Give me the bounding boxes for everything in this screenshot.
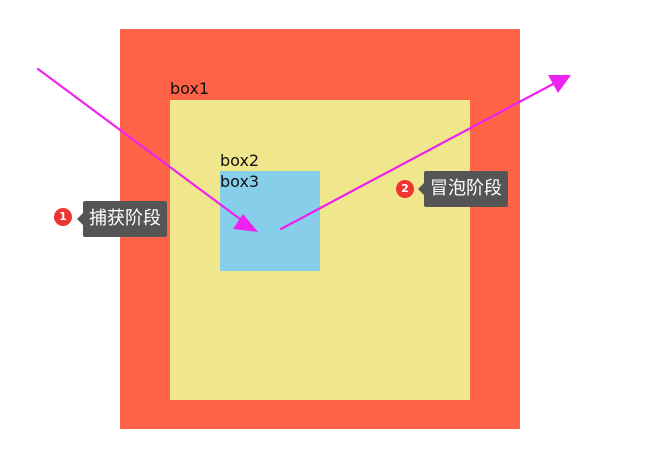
box1-label: box1 [170, 79, 210, 98]
box2-middle-square [170, 100, 470, 400]
capture-step-badge: 1 [54, 208, 72, 226]
box3-label: box3 [220, 172, 260, 191]
bubble-phase-label: 冒泡阶段 [418, 171, 508, 207]
bubble-arrowhead-icon [548, 75, 571, 93]
capture-phase-label: 捕获阶段 [77, 201, 167, 237]
bubble-step-badge: 2 [396, 180, 414, 198]
box2-label: box2 [220, 151, 260, 170]
